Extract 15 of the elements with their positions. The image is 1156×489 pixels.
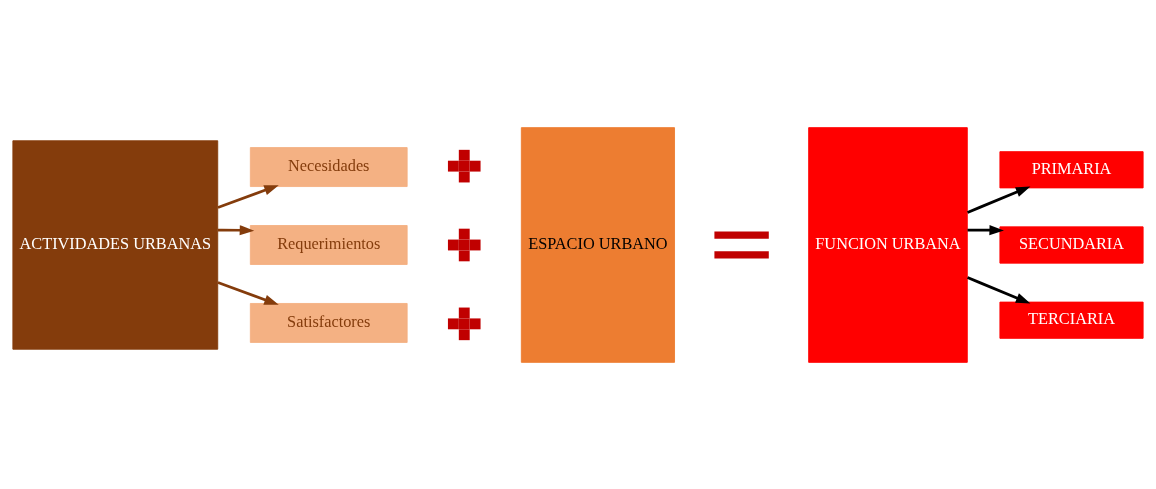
node-box: ESPACIO URBANO	[520, 126, 675, 363]
node-box: Satisfactores	[249, 302, 408, 343]
arrow	[967, 224, 1004, 235]
node-box: PRIMARIA	[999, 150, 1144, 188]
arrow	[217, 280, 279, 305]
node-box: Requerimientos	[249, 224, 408, 265]
node-box: ACTIVIDADES URBANAS	[12, 139, 219, 350]
node-box: Necesidades	[249, 146, 408, 187]
arrow	[218, 224, 255, 235]
node-box: TERCIARIA	[999, 301, 1144, 339]
node-box: SECUNDARIA	[999, 225, 1144, 264]
arrow	[217, 184, 279, 209]
arrow	[967, 185, 1031, 214]
arrow	[967, 275, 1031, 304]
node-box: FUNCION URBANA	[808, 126, 968, 363]
